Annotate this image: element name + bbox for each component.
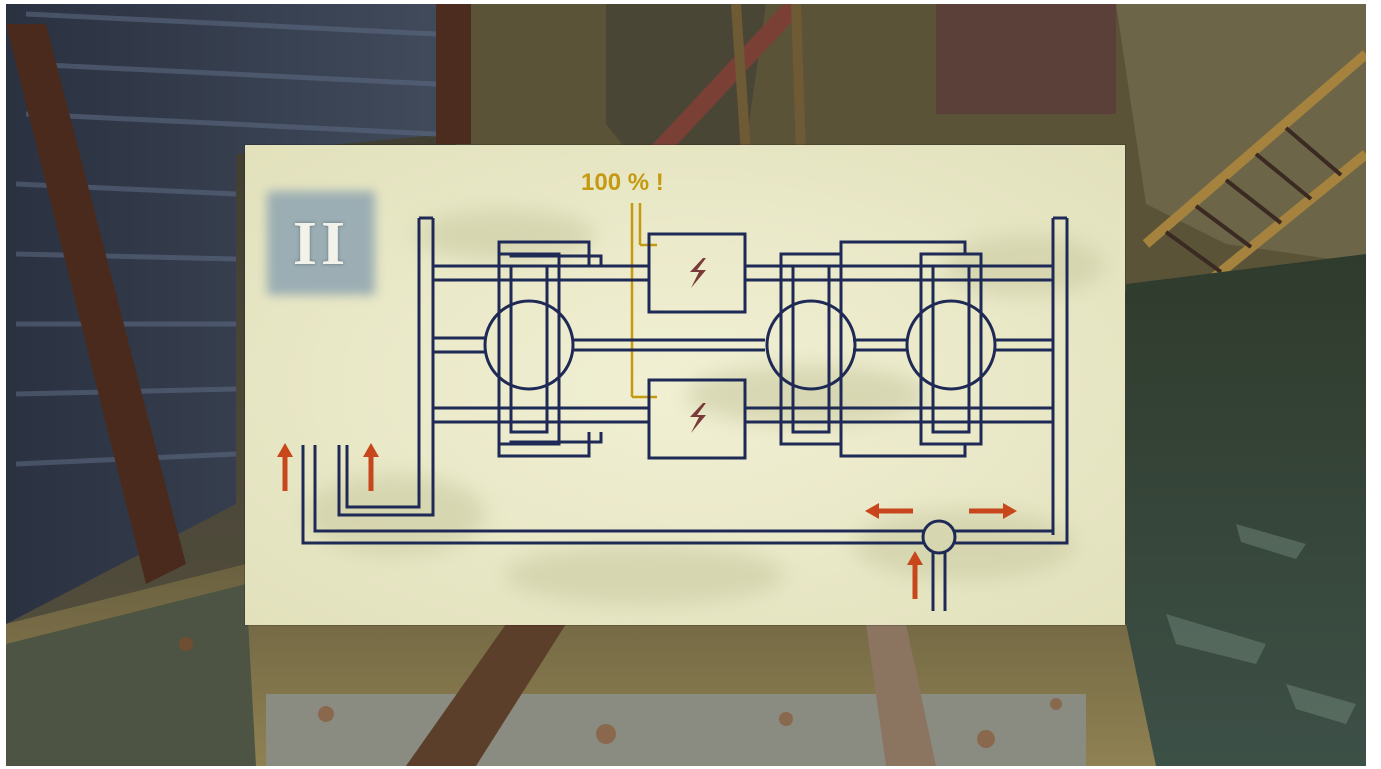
power-readout: 100 % ! <box>581 169 664 197</box>
section-badge: II <box>255 180 387 308</box>
section-numeral: II <box>255 180 387 308</box>
game-viewport: II 100 % ! <box>6 4 1366 766</box>
pipe-schematic-board: II 100 % ! <box>245 145 1125 625</box>
